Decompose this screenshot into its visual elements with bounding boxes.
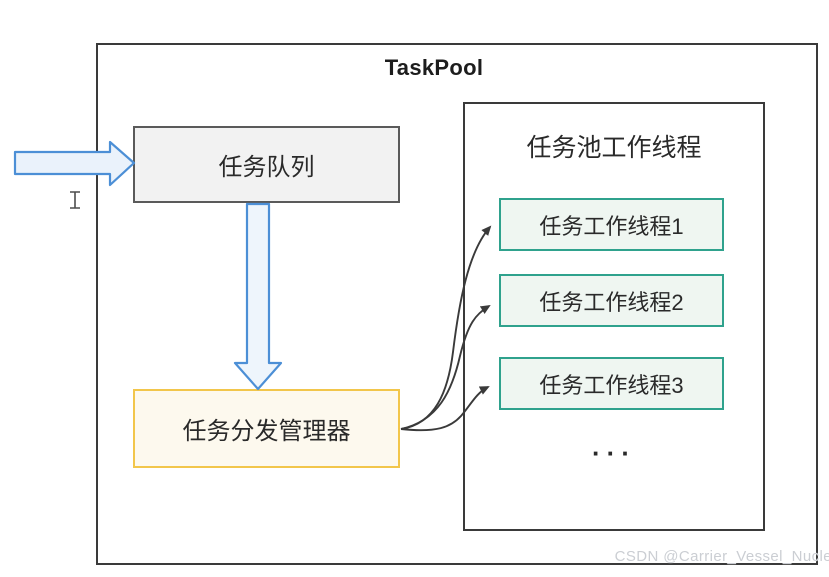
csdn-watermark: CSDN @Carrier_Vessel_Nucle [614, 548, 829, 565]
worker-thread-node-2: 任务工作线程2 [499, 274, 724, 327]
dispatch-manager-label: 任务分发管理器 [182, 418, 351, 445]
diagram-title: TaskPool [384, 55, 484, 80]
worker-thread-2-label: 任务工作线程2 [539, 289, 684, 315]
task-queue-node: 任务队列 [133, 126, 400, 203]
worker-thread-node-1: 任务工作线程1 [499, 198, 724, 251]
dispatch-manager-node: 任务分发管理器 [133, 389, 400, 468]
worker-thread-1-label: 任务工作线程1 [539, 213, 684, 239]
worker-thread-node-3: 任务工作线程3 [499, 357, 724, 410]
task-queue-label: 任务队列 [218, 154, 315, 181]
more-threads-indicator: ··· [592, 438, 636, 468]
text-ibeam-cursor-icon [70, 191, 80, 209]
worker-pool-title: 任务池工作线程 [526, 134, 702, 162]
worker-thread-3-label: 任务工作线程3 [539, 372, 684, 398]
